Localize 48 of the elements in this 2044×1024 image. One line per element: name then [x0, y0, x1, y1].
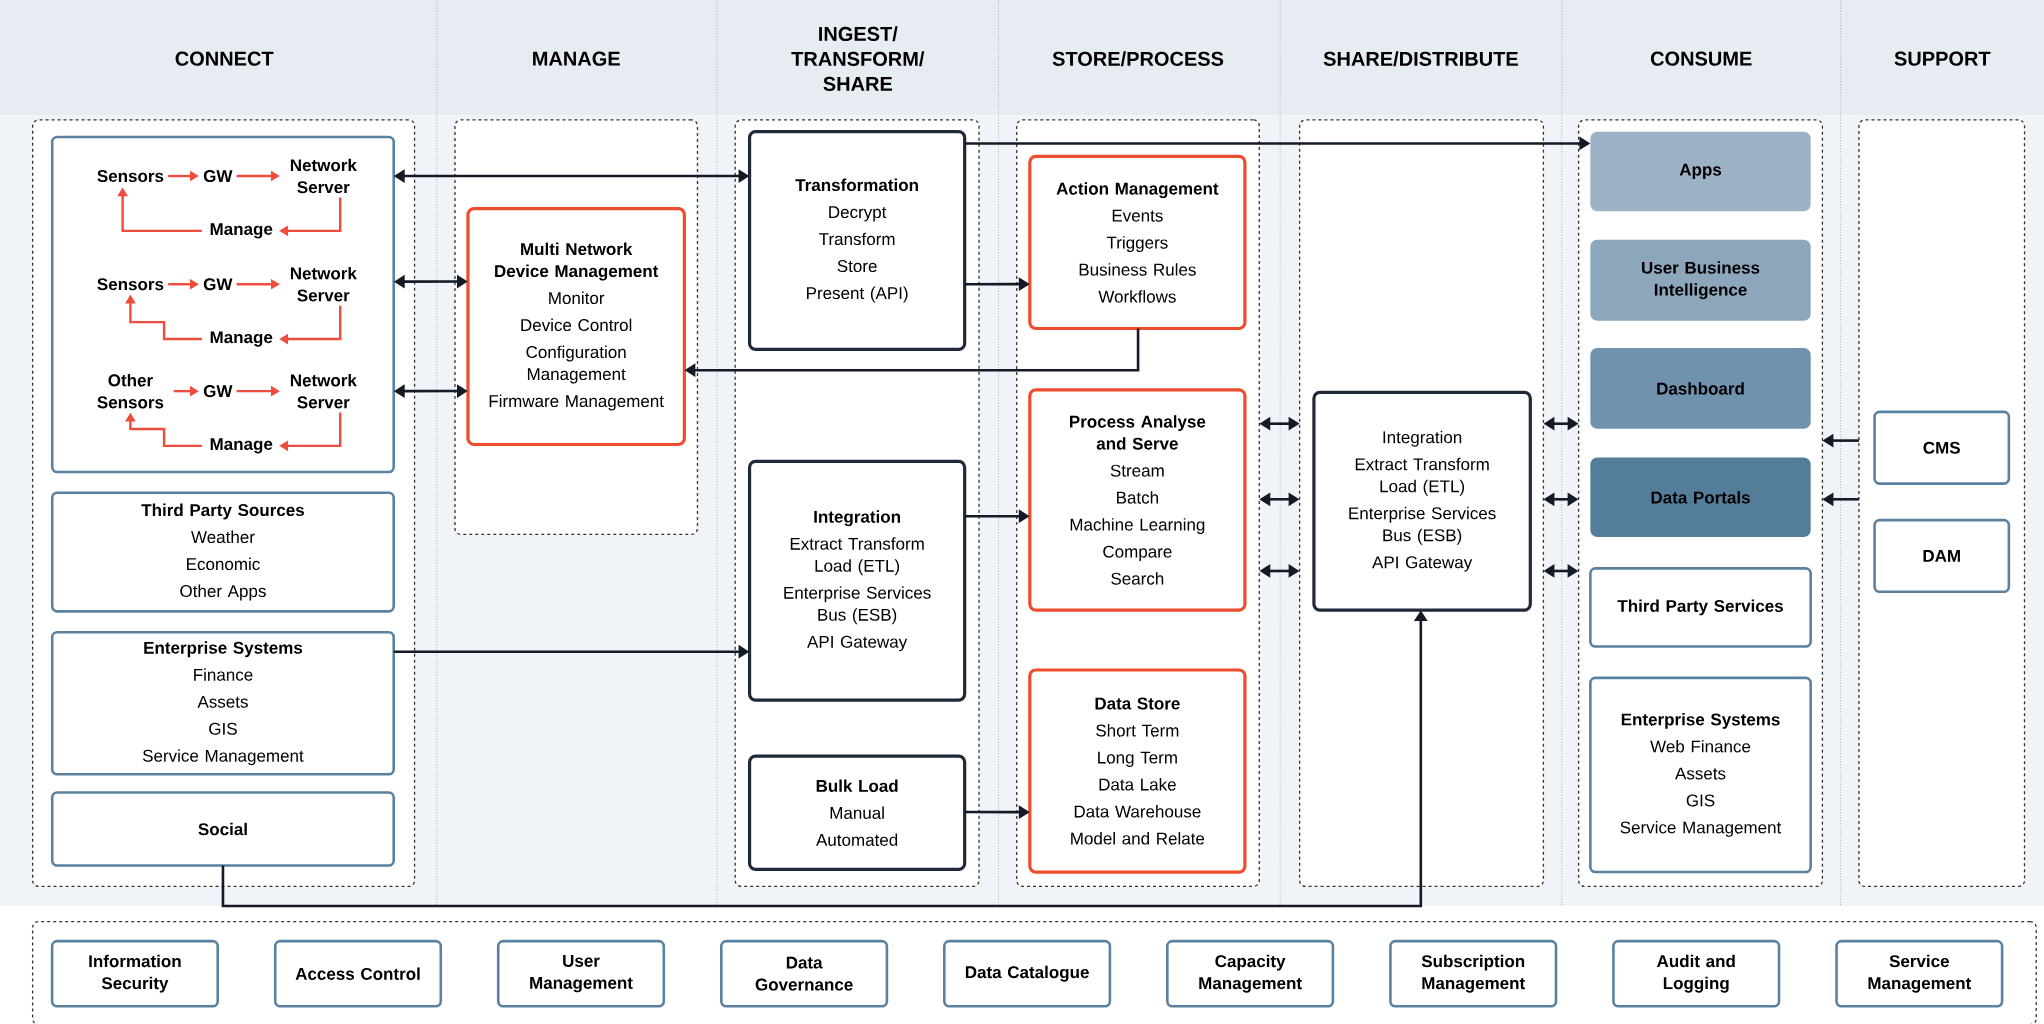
process-box: Capacity Management [1166, 939, 1335, 1008]
process-box: Third Party Services [1589, 567, 1812, 648]
process-box: Data Store Short Term Long Term Data Lake Data Warehouse Model and Relate [1028, 668, 1247, 874]
flow-label: Sensors [97, 170, 164, 183]
process-box: DAM [1873, 518, 2011, 594]
process-box: User Management [496, 939, 666, 1008]
process-box: CMS [1873, 410, 2011, 485]
flow-label: Network Server [290, 373, 357, 409]
process-box: Service Management [1835, 939, 2004, 1008]
process-box: Bulk Load Manual Automated [747, 754, 967, 872]
flow-label: Manage [210, 331, 273, 347]
column-heading: INGEST/ TRANSFORM/ SHARE [791, 26, 925, 91]
process-box: Access Control [273, 939, 443, 1008]
process-box: Action Management Events Triggers Business Rules Workflows [1028, 154, 1247, 331]
column-heading: STORE/PROCESS [1052, 51, 1224, 67]
flow-label: GW [203, 385, 233, 398]
process-box: Process Analyse and Serve Stream Batch Machine Learning Compare Search [1028, 388, 1247, 612]
column-heading: SHARE/DISTRIBUTE [1323, 51, 1518, 67]
column-heading: MANAGE [533, 51, 620, 66]
process-box: Information Security [50, 939, 219, 1008]
process-box: Integration Extract Transform Load (ETL) Enterprise Services Bus (ESB) API Gateway [1312, 390, 1532, 612]
flow-label: Manage [210, 438, 273, 454]
process-box: Enterprise Systems Finance Assets GIS Service Management [50, 630, 395, 776]
process-box: Audit and Logging [1612, 939, 1781, 1008]
column-heading: SUPPORT [1894, 51, 1991, 66]
process-box: Enterprise Systems Web Finance Assets GIS Service Management [1589, 676, 1812, 874]
flow-label: Network Server [290, 158, 357, 194]
process-box: Transformation Decrypt Transform Store Present (API) [747, 130, 967, 351]
flow-label: GW [203, 278, 233, 291]
process-box: Subscription Management [1389, 939, 1558, 1008]
flow-label: Manage [210, 223, 273, 239]
process-box: Social [50, 791, 395, 867]
flow-label: Other Sensors [97, 373, 164, 409]
process-box: Data Portals [1590, 457, 1811, 538]
process-box: Data Governance [720, 939, 889, 1008]
process-box: Apps [1590, 131, 1811, 212]
process-box [50, 135, 395, 474]
column-heading: CONSUME [1650, 51, 1752, 66]
column-heading: CONNECT [175, 51, 274, 66]
process-box: Dashboard [1590, 348, 1811, 429]
process-box: Integration Extract Transform Load (ETL) Enterprise Services Bus (ESB) API Gateway [747, 459, 967, 702]
flow-label: GW [203, 170, 233, 183]
flow-label: Sensors [97, 278, 164, 291]
flow-label: Network Server [290, 267, 357, 302]
process-box: Third Party Sources Weather Economic Other Apps [50, 491, 395, 613]
process-box: Data Catalogue [943, 939, 1112, 1008]
process-box: User Business Intelligence [1590, 239, 1811, 321]
process-box: Multi Network Device Management Monitor Device Control Configuration Management Firmware Management [466, 207, 686, 447]
